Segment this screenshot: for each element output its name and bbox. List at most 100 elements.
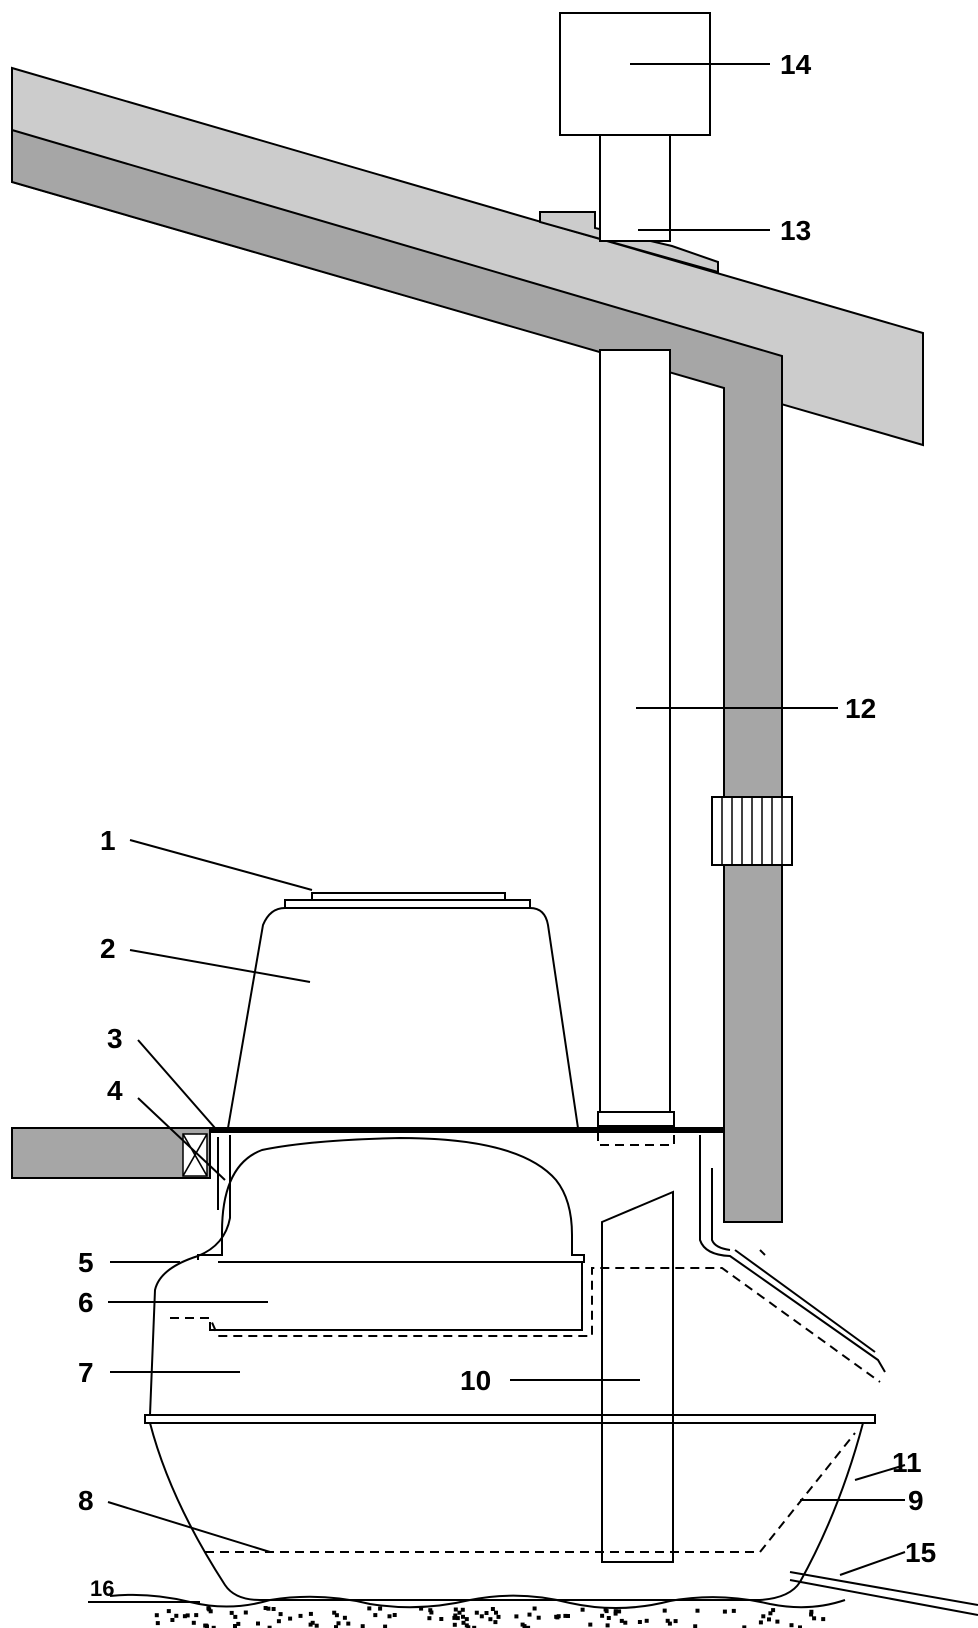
label-14: 14 (780, 49, 812, 80)
seal-cross-b (182, 1133, 208, 1177)
floor-slab (11, 1127, 211, 1179)
gravel-dot (211, 1625, 216, 1628)
gravel-dot (566, 1614, 570, 1618)
gravel-dot (387, 1614, 392, 1619)
gravel-dot (455, 1616, 460, 1621)
gravel-dot (493, 1620, 498, 1625)
gravel-dot (742, 1625, 747, 1628)
gravel-dot (479, 1614, 484, 1619)
gravel-dot (580, 1607, 585, 1612)
inner-tray-edge (209, 1262, 583, 1331)
gravel-dot (761, 1614, 766, 1619)
vent-pipe-socket (597, 1132, 675, 1146)
gravel-dot (288, 1616, 293, 1621)
label-5: 5 (78, 1247, 94, 1278)
gravel-dot (332, 1610, 337, 1615)
leader-lines (107, 63, 906, 1576)
gravel-dot (484, 1611, 489, 1615)
gravel-dot (308, 1611, 313, 1616)
gravel-dot (428, 1608, 433, 1613)
gravel-dot (191, 1620, 196, 1625)
gravel-dot (605, 1623, 610, 1628)
gravel-dot (460, 1607, 465, 1612)
gravel-dot (731, 1608, 736, 1613)
label-7: 7 (78, 1357, 94, 1388)
gravel-dot (673, 1619, 678, 1624)
gravel-dot (457, 1610, 462, 1615)
toilet-seat-rim (284, 899, 531, 909)
label-15: 15 (905, 1537, 936, 1568)
gravel-dot (182, 1614, 187, 1619)
gravel-dot (821, 1617, 826, 1622)
gravel-dot (236, 1621, 241, 1626)
gravel-dot (263, 1606, 268, 1610)
label-12: 12 (845, 693, 876, 724)
gravel-dot (452, 1615, 457, 1620)
gravel-dot (278, 1612, 283, 1617)
gravel-dot (419, 1606, 424, 1611)
gravel-dot (453, 1607, 458, 1612)
gravel-dot (722, 1609, 727, 1614)
gravel-dot (360, 1624, 365, 1628)
gravel-dot (488, 1617, 493, 1622)
gravel-dot (662, 1608, 667, 1613)
gravel-dot (527, 1612, 532, 1617)
gravel-dot (233, 1624, 237, 1628)
gravel-dot (336, 1621, 341, 1626)
gravel-dot (267, 1625, 272, 1628)
inner-tray-dashed (170, 1267, 881, 1383)
gravel-dot (154, 1613, 159, 1618)
gravel-dot (271, 1607, 276, 1611)
gravel-dot (310, 1620, 315, 1625)
roof-light-layer (11, 66, 924, 447)
container-flange (144, 1414, 876, 1424)
gravel-dot (798, 1625, 802, 1628)
gravel-dot (667, 1621, 672, 1626)
gravel-dot (203, 1623, 208, 1628)
toilet-seat-body (227, 907, 579, 1129)
drain-pipe-bottom (789, 1579, 978, 1616)
vent-pipe-connector (597, 1111, 675, 1127)
gravel-dot (174, 1613, 179, 1618)
gravel-dot (276, 1619, 281, 1624)
gravel-dot (767, 1617, 771, 1622)
gravel-dot (617, 1609, 622, 1614)
gravel-dot (466, 1625, 471, 1628)
gravel-dot (695, 1608, 700, 1613)
gravel-dot (208, 1609, 213, 1614)
gravel-dot (298, 1613, 303, 1618)
gravel-dot (809, 1609, 814, 1614)
label-10: 10 (460, 1365, 491, 1396)
gravel-dot (461, 1620, 466, 1625)
gravel-dot (809, 1612, 814, 1617)
gravel-dot (472, 1625, 477, 1628)
gravel-dot (427, 1616, 432, 1621)
label-2: 2 (100, 933, 116, 964)
drain-pipe-top (789, 1571, 978, 1606)
label-16: 16 (90, 1576, 114, 1601)
gravel-dot (789, 1623, 794, 1628)
gravel-dot (170, 1618, 175, 1622)
label-13: 13 (780, 215, 811, 246)
gravel-dot (600, 1613, 605, 1618)
gravel-dot (522, 1624, 527, 1628)
label-11: 11 (892, 1447, 922, 1478)
gravel-dot (378, 1606, 383, 1611)
gravel-dot (346, 1621, 351, 1626)
wall-clamp-ribs (721, 797, 783, 865)
roof-dark-layer (11, 128, 783, 1223)
gravel-dot (693, 1624, 698, 1628)
gravel-dot (314, 1623, 319, 1628)
gravel-dot (768, 1611, 773, 1616)
gravel-dot (563, 1613, 568, 1618)
gravel-dot (155, 1621, 160, 1626)
gravel-dot (453, 1613, 458, 1618)
gravel-dot (474, 1610, 479, 1615)
gravel-dot (229, 1610, 234, 1615)
gravel-dot (243, 1610, 248, 1615)
gravel-dot (606, 1616, 611, 1620)
gravel-dot (373, 1613, 378, 1618)
gravel-dot (490, 1607, 495, 1611)
ground-line (109, 1593, 846, 1610)
